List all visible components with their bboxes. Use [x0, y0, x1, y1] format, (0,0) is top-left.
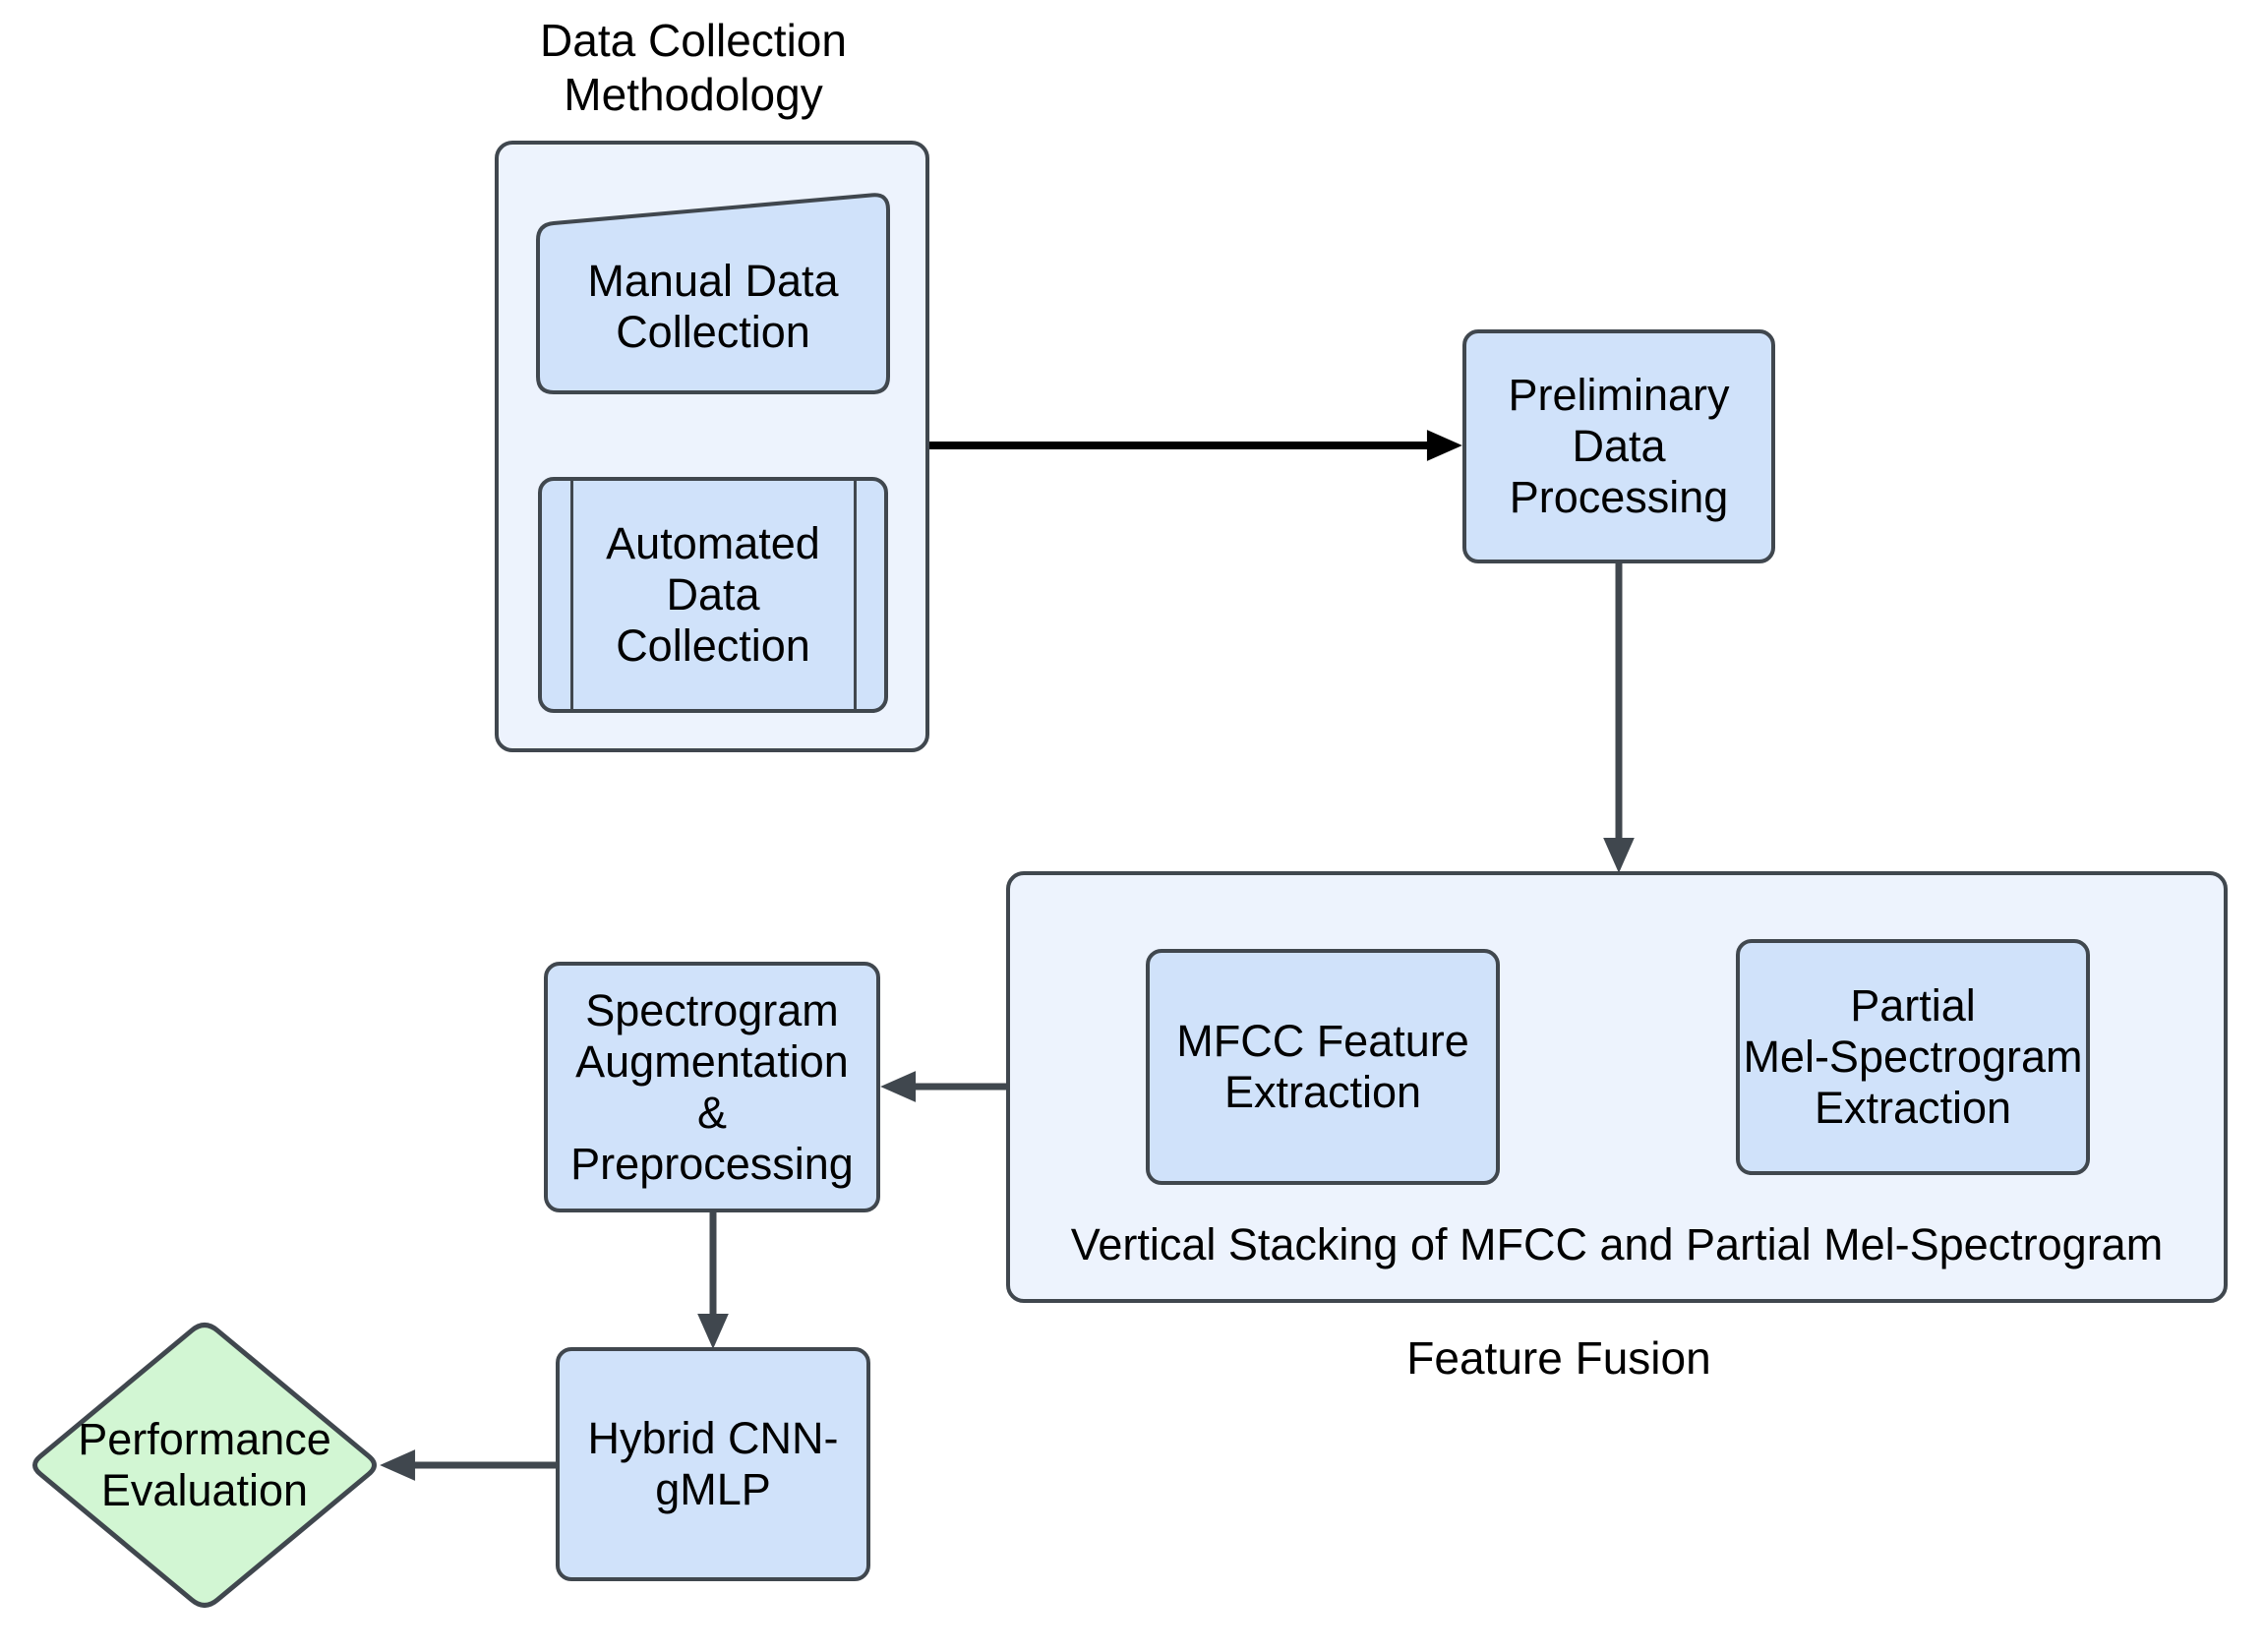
- data-collection-methodology-title: Data Collection Methodology: [540, 15, 847, 120]
- automated-data-collection-node: Automated Data Collection: [538, 477, 888, 713]
- manual-data-collection-shape: [536, 193, 890, 394]
- preliminary-data-processing-node: Preliminary Data Processing: [1462, 329, 1775, 563]
- vertical-stacking-note: Vertical Stacking of MFCC and Partial Me…: [1070, 1219, 2164, 1269]
- automated-data-collection-label: Automated Data Collection: [606, 518, 820, 671]
- performance-evaluation-label: Performance Evaluation: [78, 1414, 331, 1515]
- decision-diamond-outline: [32, 1323, 377, 1608]
- feature-fusion-caption: Feature Fusion: [1406, 1332, 1711, 1384]
- spectrogram-augmentation-label: Spectrogram Augmentation & Preprocessing: [570, 984, 854, 1189]
- partial-mel-spectrogram-extraction-label: Partial Mel-Spectrogram Extraction: [1743, 980, 2083, 1133]
- hybrid-cnn-gmlp-label: Hybrid CNN- gMLP: [587, 1413, 839, 1514]
- manual-input-outline: [536, 193, 890, 394]
- manual-data-collection-label: Manual Data Collection: [587, 256, 839, 357]
- performance-evaluation-shape: [32, 1323, 377, 1608]
- mfcc-feature-extraction-node: MFCC Feature Extraction: [1146, 949, 1500, 1185]
- spectrogram-augmentation-node: Spectrogram Augmentation & Preprocessing: [544, 962, 880, 1212]
- preliminary-data-processing-label: Preliminary Data Processing: [1508, 370, 1730, 522]
- hybrid-cnn-gmlp-node: Hybrid CNN- gMLP: [556, 1347, 870, 1581]
- partial-mel-spectrogram-extraction-node: Partial Mel-Spectrogram Extraction: [1736, 939, 2090, 1175]
- mfcc-feature-extraction-label: MFCC Feature Extraction: [1176, 1016, 1469, 1117]
